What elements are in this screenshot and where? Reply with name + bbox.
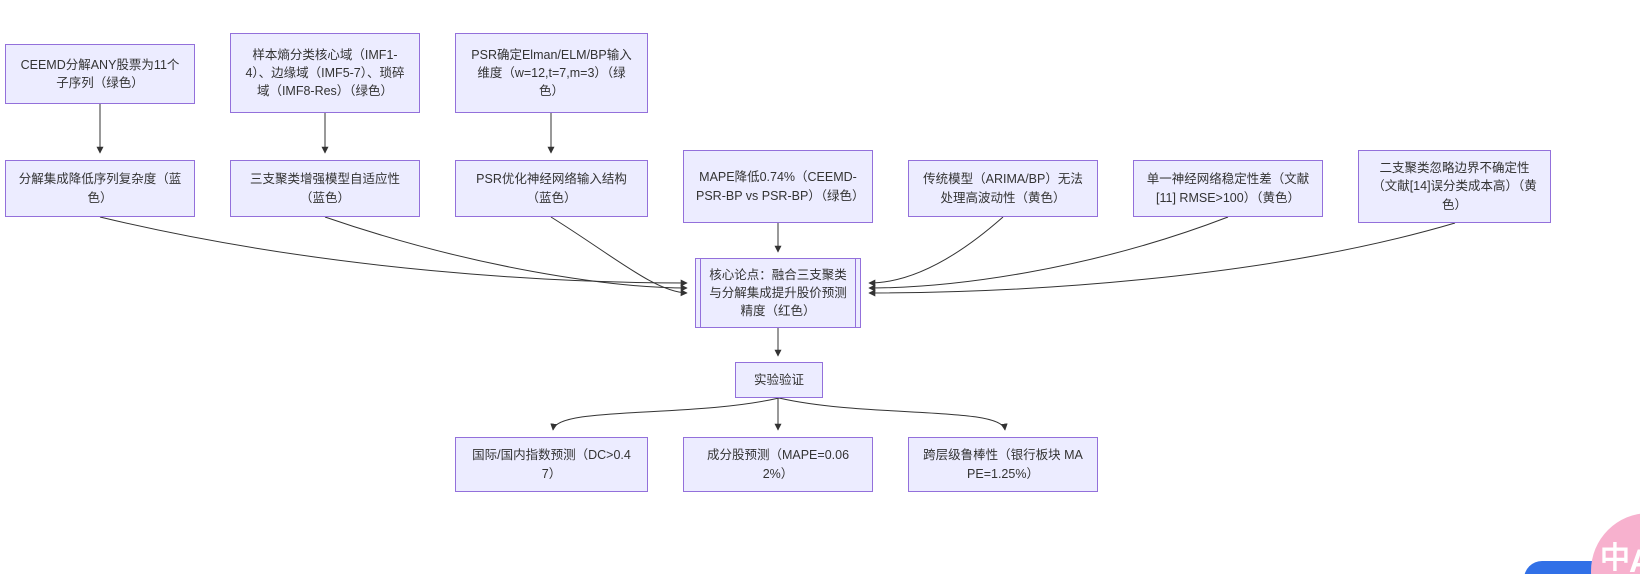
- translate-button[interactable]: 中 A: [1591, 513, 1640, 574]
- translate-en-glyph: A: [1629, 543, 1640, 574]
- node-sample-entropy-domains: 样本熵分类核心域（IMF1-4）、边缘域（IMF5-7）、琐碎域（IMF8-Re…: [230, 33, 420, 113]
- node-psr-optimizes-input: PSR优化神经网络输入结构（蓝色）: [455, 160, 648, 217]
- node-decomposition-reduces-complexity: 分解集成降低序列复杂度（蓝色）: [5, 160, 195, 217]
- node-two-way-clustering-limit: 二支聚类忽略边界不确定性（文献[14]误分类成本高）（黄色）: [1358, 150, 1551, 223]
- node-index-prediction-result: 国际/国内指数预测（DC>0.47）: [455, 437, 648, 492]
- node-experiment-validation: 实验验证: [735, 362, 823, 398]
- translate-zh-glyph: 中: [1600, 542, 1630, 574]
- node-traditional-model-limit: 传统模型（ARIMA/BP）无法处理高波动性（黄色）: [908, 160, 1098, 217]
- node-mape-reduction: MAPE降低0.74%（CEEMD-PSR-BP vs PSR-BP）（绿色）: [683, 150, 873, 223]
- node-core-thesis: 核心论点：融合三支聚类与分解集成提升股价预测精度（红色）: [695, 258, 861, 328]
- node-constituent-stock-result: 成分股预测（MAPE=0.062%）: [683, 437, 873, 492]
- node-ceemd-decomposition: CEEMD分解ANY股票为11个子序列（绿色）: [5, 44, 195, 104]
- node-single-network-instability: 单一神经网络稳定性差（文献[11] RMSE>100）（黄色）: [1133, 160, 1323, 217]
- node-psr-input-dimension: PSR确定Elman/ELM/BP输入维度（w=12,t=7,m=3）（绿色）: [455, 33, 648, 113]
- node-three-way-clustering-adaptivity: 三支聚类增强模型自适应性（蓝色）: [230, 160, 420, 217]
- node-cross-level-robustness-result: 跨层级鲁棒性（银行板块 MAPE=1.25%）: [908, 437, 1098, 492]
